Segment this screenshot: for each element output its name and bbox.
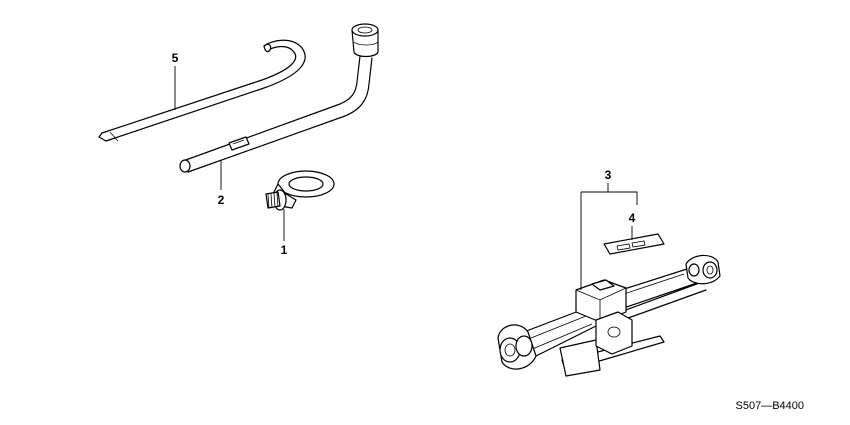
wheel-nut-wrench bbox=[179, 23, 379, 173]
callout-3: 3 bbox=[605, 168, 612, 182]
diagram-code: S507—B4400 bbox=[736, 400, 805, 412]
callout-5: 5 bbox=[172, 51, 179, 65]
callout-1: 1 bbox=[281, 243, 288, 257]
leader-3 bbox=[580, 183, 638, 290]
callout-2: 2 bbox=[218, 193, 225, 207]
jack-handle-bar bbox=[98, 39, 306, 142]
scissor-jack bbox=[497, 254, 721, 377]
leader-lines bbox=[174, 66, 638, 290]
jack-label-plate bbox=[603, 233, 665, 255]
towing-eye-bolt bbox=[265, 170, 335, 211]
callout-4: 4 bbox=[629, 211, 636, 225]
